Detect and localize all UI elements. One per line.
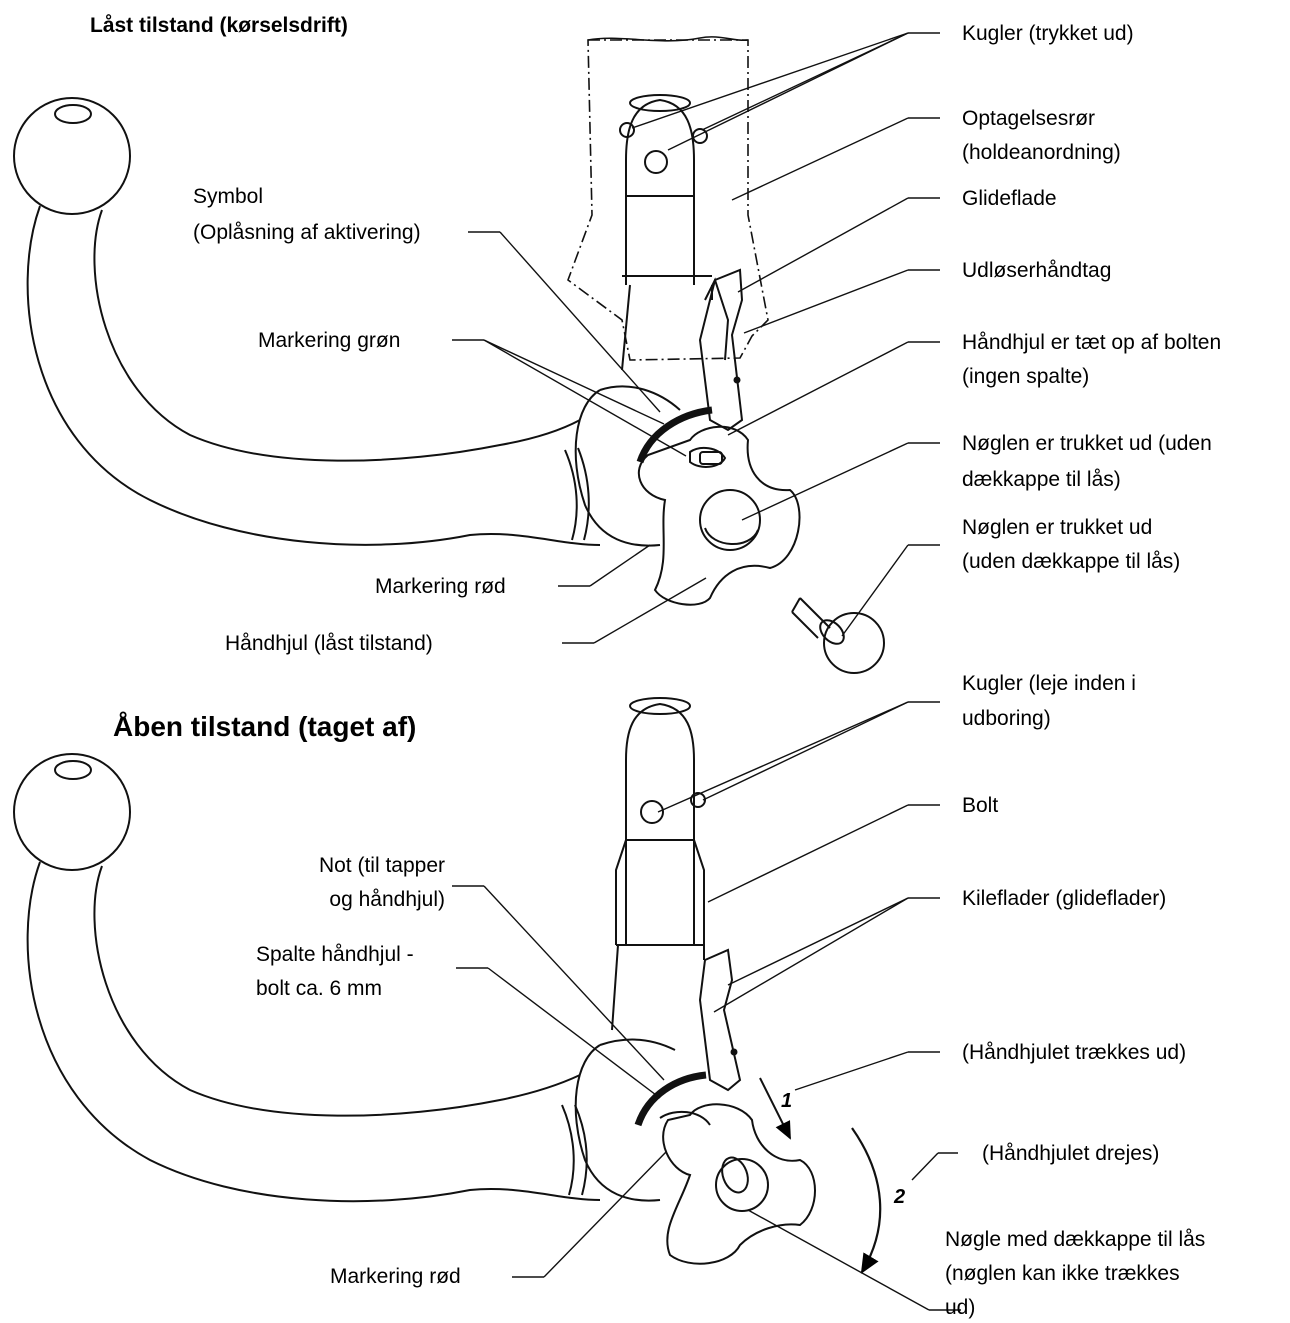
handwheel-top: [637, 425, 801, 606]
label-kileflader: Kileflader (glideflader): [962, 887, 1167, 910]
tow-ball-top-cap: [54, 104, 92, 124]
label-haandhjulet-drejes: (Håndhjulet drejes): [982, 1142, 1160, 1165]
label-kugler-trykket-ud: Kugler (trykket ud): [962, 22, 1134, 45]
handwheel-top-window: [699, 451, 723, 465]
label-spalte-line1: Spalte håndhjul -: [256, 943, 414, 966]
label-not-line1: Not (til tapper: [318, 854, 445, 877]
key-top-head: [823, 612, 885, 674]
label-noeglen-ud-a-line1: Nøglen er trukket ud (uden: [962, 432, 1212, 455]
bolt-top-ball-left: [619, 122, 635, 138]
label-haandhjul-laast: Håndhjul (låst tilstand): [225, 632, 433, 655]
bolt-bottom-hole: [640, 800, 664, 824]
bolt-bottom-step: [615, 839, 705, 945]
coupling-body-bottom-2: [599, 1038, 676, 1051]
lever-pin-top: [733, 376, 741, 384]
bolt-top-shaft-lower: [621, 284, 713, 371]
title-locked-state: Låst tilstand (kørselsdrift): [90, 14, 348, 37]
open-illustration: [13, 697, 882, 1274]
label-noeglen-ud-b-line1: Nøglen er trukket ud: [962, 516, 1153, 539]
label-optagelsesror-line2: (holdeanordning): [962, 141, 1121, 164]
key-top-collar: [819, 619, 845, 645]
coupling-body-top-2: [599, 385, 681, 411]
receiver-tube-top-edge: [587, 36, 749, 42]
label-markering-gron: Markering grøn: [258, 329, 401, 352]
label-glideflade: Glideflade: [962, 187, 1057, 210]
tow-ball-bottom: [13, 753, 131, 871]
label-haandhjulet-traekkes: (Håndhjulet trækkes ud): [962, 1041, 1187, 1064]
handwheel-bottom: [662, 1103, 816, 1265]
pull-arrow: [759, 1077, 791, 1140]
tow-ball-top: [13, 97, 131, 215]
coupling-body-top: [574, 389, 661, 547]
coupling-body-bottom: [574, 1044, 661, 1202]
marking-arc-bottom: [634, 1071, 707, 1127]
label-markering-rod-bottom: Markering rød: [330, 1265, 461, 1288]
tow-arm-bottom-inner: [93, 865, 581, 1117]
bolt-bottom-tip: [629, 697, 691, 715]
label-optagelsesror-line1: Optagelsesrør: [962, 107, 1096, 130]
handwheel-bottom-key: [721, 1156, 749, 1194]
bolt-top-hole: [644, 150, 668, 174]
label-symbol-line2: (Oplåsning af aktivering): [193, 221, 421, 244]
tow-arm-bottom-collar-2: [561, 1104, 575, 1196]
locked-illustration: [13, 36, 885, 674]
tow-arm-top-collar-2: [564, 449, 578, 541]
label-noegle-daekkappe-line2: (nøglen kan ikke trækkes: [945, 1262, 1180, 1285]
handwheel-bottom-slot: [659, 1110, 711, 1126]
turn-arrow: [851, 1127, 882, 1274]
release-lever-top: [698, 268, 744, 432]
handwheel-top-hub: [699, 489, 761, 551]
tow-arm-bottom-collar: [574, 1104, 588, 1196]
tow-ball-bottom-cap: [54, 760, 92, 780]
marking-arc-top: [636, 406, 713, 464]
label-haandhjul-taet-line2: (ingen spalte): [962, 365, 1090, 388]
bolt-top: [625, 98, 695, 285]
key-top-shaft: [791, 597, 831, 639]
step-number-2: 2: [894, 1186, 906, 1208]
label-udloserhaandtag: Udløserhåndtag: [962, 259, 1112, 282]
handwheel-bottom-hub: [715, 1158, 769, 1212]
label-noegle-daekkappe-line3: ud): [945, 1296, 976, 1319]
receiver-tube-outline: [567, 39, 769, 361]
label-kugler-leje-line1: Kugler (leje inden i: [962, 672, 1136, 695]
tow-arm-top-outer: [26, 205, 601, 546]
lever-pin-bottom: [730, 1048, 738, 1056]
label-markering-rod-top: Markering rød: [375, 575, 506, 598]
tow-arm-bottom-outer: [26, 861, 601, 1203]
label-haandhjul-taet-line1: Håndhjul er tæt op af bolten: [962, 331, 1222, 354]
label-not-line2: og håndhjul): [329, 888, 445, 911]
release-lever-top-2: [704, 277, 730, 361]
label-spalte-line2: bolt ca. 6 mm: [256, 977, 383, 1000]
handwheel-top-slot: [689, 446, 727, 468]
title-open-state: Åben tilstand (taget af): [113, 711, 417, 742]
bolt-bottom: [625, 702, 695, 945]
label-bolt: Bolt: [962, 794, 999, 817]
tow-arm-top-collar: [577, 447, 590, 541]
bolt-bottom-shaft-lower: [611, 944, 705, 1031]
release-lever-bottom: [698, 948, 742, 1092]
bolt-top-ball-right: [692, 128, 708, 144]
label-noegle-daekkappe-line1: Nøgle med dækkappe til lås: [945, 1228, 1206, 1251]
handwheel-top-hub-notch: [704, 527, 759, 545]
label-symbol-line1: Symbol: [193, 185, 264, 208]
open-leader-lines: [452, 701, 961, 1311]
label-noeglen-ud-a-line2: dækkappe til lås): [962, 468, 1121, 491]
bolt-bottom-ball: [690, 792, 706, 808]
tow-arm-top-inner: [93, 209, 581, 462]
locked-leader-lines: [452, 32, 940, 644]
step-number-1: 1: [781, 1090, 793, 1112]
bolt-top-tip: [629, 94, 691, 112]
label-noeglen-ud-b-line2: (uden dækkappe til lås): [962, 550, 1181, 573]
label-kugler-leje-line2: udboring): [962, 707, 1051, 730]
